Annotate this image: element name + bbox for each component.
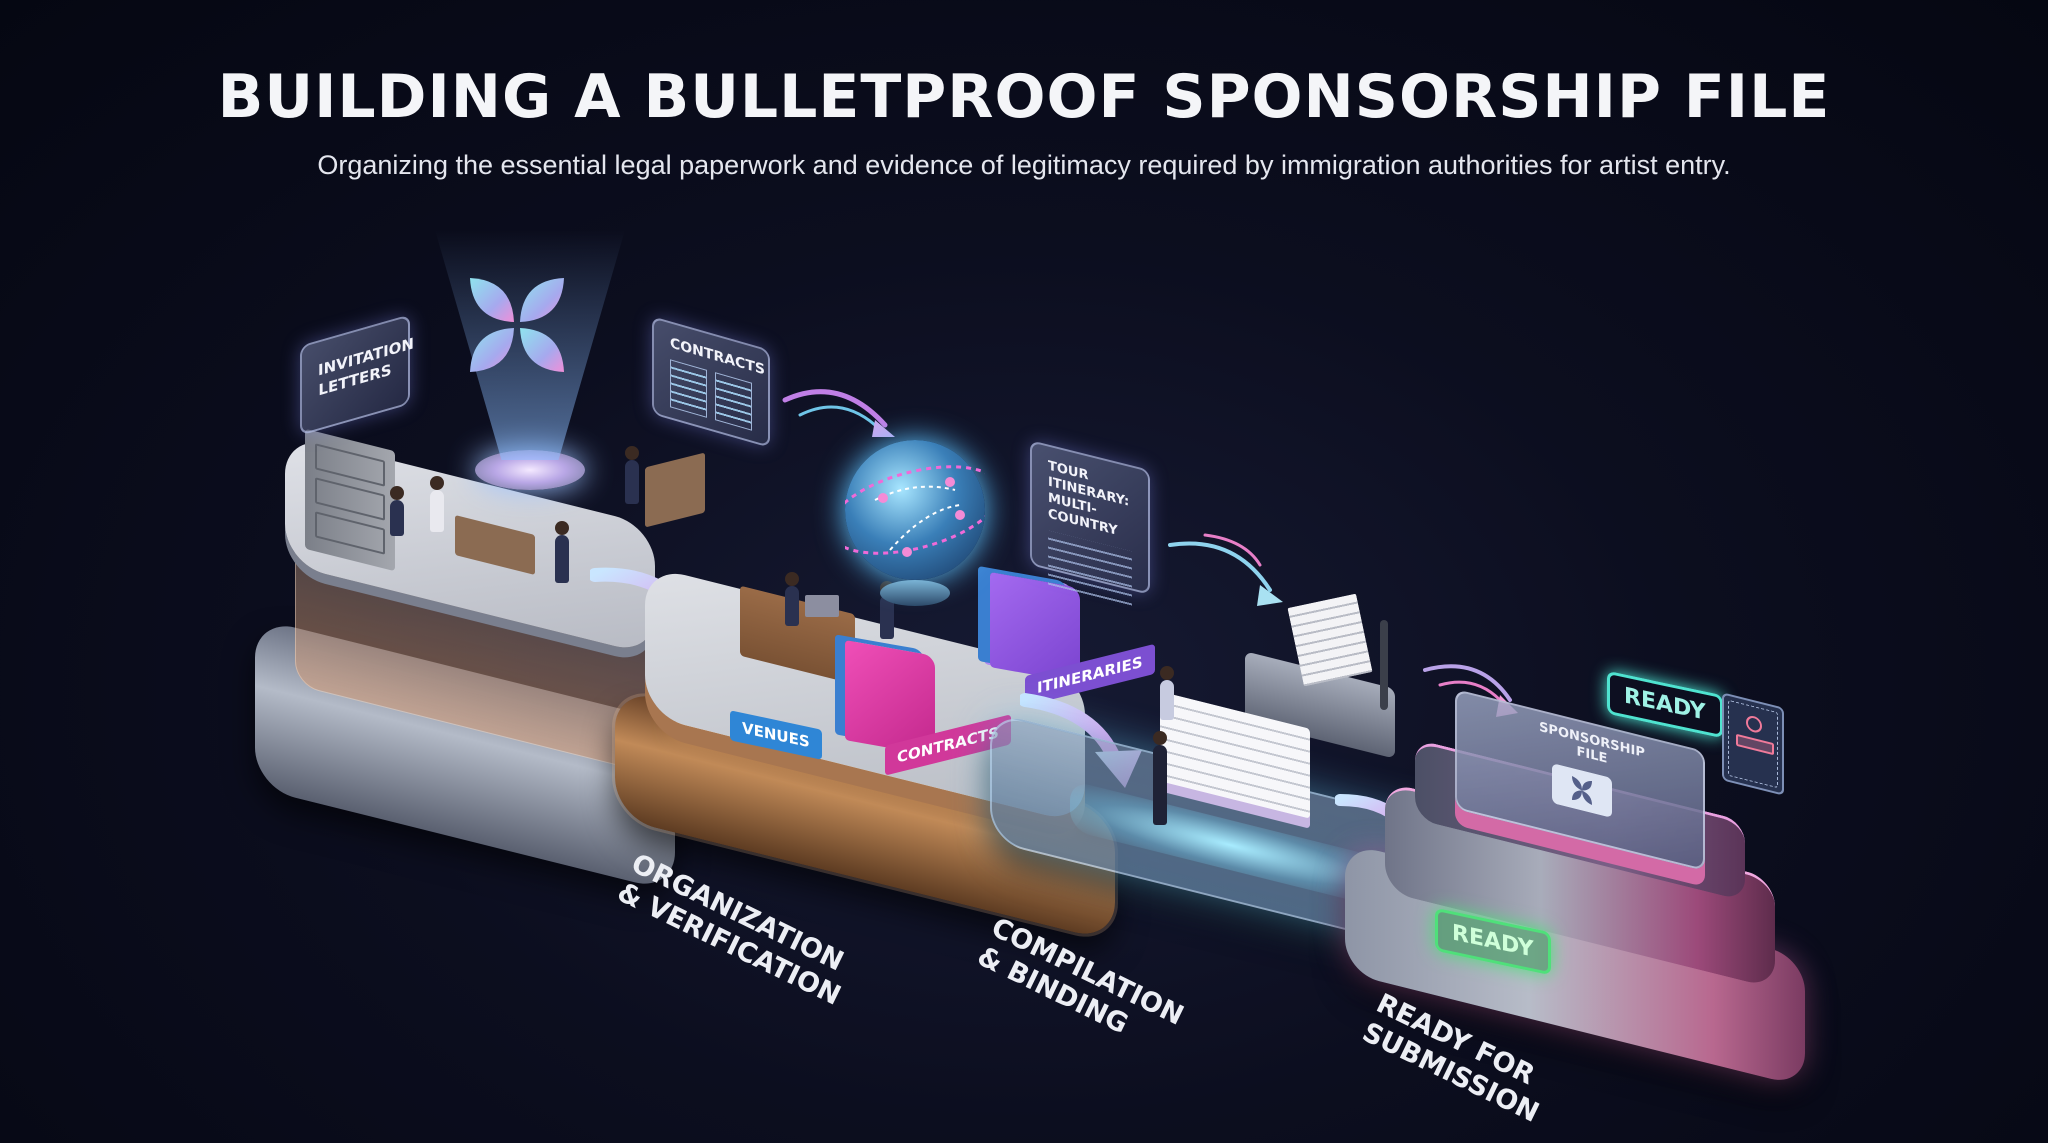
globe-icon [845, 440, 985, 580]
flow-arrow-icon [1168, 533, 1283, 606]
book-title: SPONSORSHIP FILE [1539, 719, 1645, 767]
document-icon [670, 359, 707, 418]
panel-invitation-letters: INVITATION LETTERS [300, 314, 414, 436]
person-icon [1160, 666, 1174, 720]
filing-cabinets [305, 428, 395, 572]
paper-icon [1287, 593, 1373, 687]
document-icon [715, 372, 752, 431]
person-icon [1153, 731, 1167, 825]
desk [645, 452, 705, 528]
flow-arrow-icon [782, 389, 895, 437]
four-petal-logo-icon [470, 278, 564, 372]
person-icon [625, 446, 639, 504]
ready-badge-top: READY [1607, 670, 1723, 739]
laptop-icon [805, 595, 839, 617]
binding-machine-icon [1245, 593, 1395, 759]
person-icon [430, 476, 444, 532]
page-title: BUILDING A BULLETPROOF SPONSORSHIP FILE [217, 62, 1831, 132]
person-icon [555, 521, 569, 583]
sponsorship-file-book: SPONSORSHIP FILE [1455, 688, 1705, 872]
globe-stand [880, 580, 950, 606]
person-icon [785, 572, 799, 626]
lever-icon [1380, 620, 1388, 710]
person-icon [390, 486, 404, 536]
panel-tour-itinerary: TOUR ITINERARY: MULTI-COUNTRY [1030, 440, 1150, 612]
approval-stamp-icon [1722, 692, 1784, 796]
page-subtitle: Organizing the essential legal paperwork… [317, 150, 1731, 180]
four-petal-logo-icon [1552, 764, 1612, 817]
